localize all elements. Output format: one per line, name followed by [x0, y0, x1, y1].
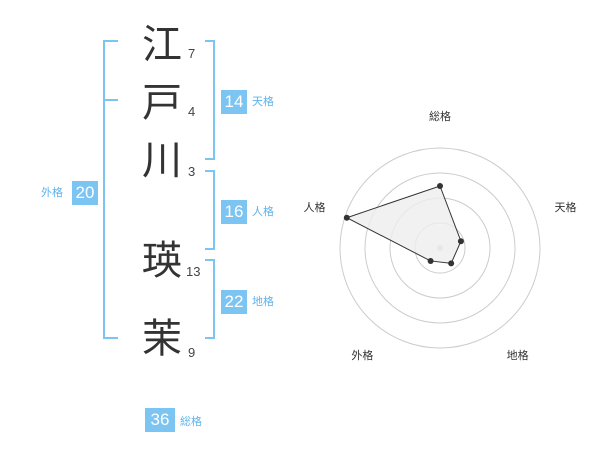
name-char-4: 瑛	[142, 238, 182, 284]
name-char-2: 戸	[142, 80, 182, 126]
radar-axis-label-3: 地格	[507, 348, 529, 362]
gaikaku-bracket	[103, 40, 118, 339]
name-char-5: 茉	[142, 316, 182, 362]
radar-ring-2	[364, 172, 516, 324]
radar-polygon	[345, 185, 462, 264]
radar-axis-label-1: 総格	[429, 109, 451, 123]
stroke-count-4: 13	[186, 264, 201, 279]
chikaku-label: 地格	[252, 295, 274, 308]
radar-point-1	[437, 183, 443, 189]
tenkaku-badge: 14	[221, 90, 247, 114]
chikaku-bracket	[205, 259, 215, 339]
chikaku-badge: 22	[221, 290, 247, 314]
radar-point-5	[343, 214, 350, 221]
radar-axis-label-5: 人格	[303, 200, 325, 214]
tenkaku-bracket	[205, 40, 215, 160]
stroke-count-5: 9	[188, 345, 196, 360]
jinkaku-badge: 16	[221, 200, 247, 224]
gaikaku-badge: 20	[72, 181, 98, 205]
gaikaku-label: 外格	[41, 186, 63, 199]
jinkaku-label: 人格	[252, 205, 274, 218]
name-char-1: 江	[142, 22, 182, 68]
radar-ring-1	[339, 147, 541, 349]
soukaku-badge: 36	[145, 408, 175, 432]
stroke-count-1: 7	[188, 46, 196, 61]
radar-point-4	[427, 257, 434, 264]
radar-axis-label-4: 外格	[351, 348, 373, 362]
radar-point-3	[448, 260, 455, 267]
stroke-count-3: 3	[188, 164, 196, 179]
name-char-3: 川	[142, 138, 182, 184]
stroke-count-2: 4	[188, 104, 196, 119]
radar-axis-label-2: 天格	[555, 200, 577, 214]
soukaku-label: 総格	[180, 415, 202, 428]
jinkaku-bracket	[205, 170, 215, 250]
radar-point-2	[457, 238, 464, 245]
tenkaku-label: 天格	[252, 95, 274, 108]
